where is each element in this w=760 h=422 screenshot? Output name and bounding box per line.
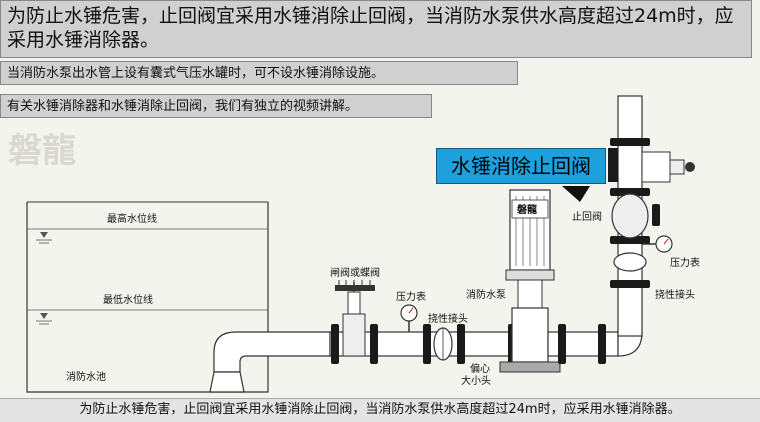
flanges-left [331,324,516,364]
gate-valve-label: 闸阀或蝶阀 [330,266,380,279]
water-hammer-check-valve [608,148,695,183]
eccentric-label-2: 大小头 [461,374,491,387]
flanges-right [558,138,650,364]
pressure-gauge-left-label: 压力表 [396,290,426,303]
watermark-logo: 磐龍 [8,131,76,171]
min-water-level-label: 最低水位线 [103,293,153,306]
max-water-level-label: 最高水位线 [107,212,157,225]
pool-label: 消防水池 [66,370,106,383]
check-valve-label: 止回阀 [572,210,602,223]
note-video: 有关水锤消除器和水锤消除止回阀，我们有独立的视频讲解。 [0,94,432,118]
pump-brand: 磐龍 [517,203,537,216]
note-pressure-tank: 当消防水泵出水管上设有囊式气压水罐时，可不设水锤消除设施。 [0,61,518,85]
water-level-symbol-low [36,313,52,325]
subtitle-caption: 为防止水锤危害，止回阀宜采用水锤消除止回阀，当消防水泵供水高度超过24m时，应采… [0,398,760,422]
title-banner: 为防止水锤危害，止回阀宜采用水锤消除止回阀，当消防水泵供水高度超过24m时，应采… [0,0,752,58]
pressure-gauge-right: 压力表 [642,235,700,269]
fire-water-pool: 最高水位线 最低水位线 消防水池 [26,201,269,393]
pump-label: 消防水泵 [466,288,506,301]
callout-water-hammer-valve: 水锤消除止回阀 [436,148,606,184]
eccentric-label-1: 偏心 [470,362,490,375]
flexible-joint-right-label: 挠性接头 [655,288,695,301]
pressure-gauge-right-label: 压力表 [670,256,700,269]
flexible-joint-left-label: 挠性接头 [428,312,468,325]
fire-pump: 磐龍 消防水泵 [466,189,561,373]
flexible-joint-right: 挠性接头 [613,252,695,301]
suction-pipe [209,331,331,393]
gate-valve: 闸阀或蝶阀 [330,266,380,357]
callout-pointer [562,186,590,202]
pressure-gauge-left: 压力表 [396,290,426,332]
water-level-symbol-high [36,232,52,244]
check-valve: 止回阀 [572,193,660,239]
flexible-joint-left: 挠性接头 [428,312,468,361]
